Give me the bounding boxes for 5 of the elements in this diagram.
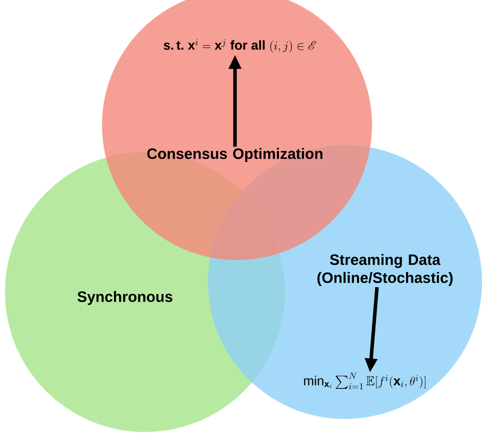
circle-label: Synchronous (78, 291, 172, 305)
formula: $\textbf{s.\,t.}\ \mathbf{x}^i = \mathbf{x}^j\ \textbf{for all}\ (i,j) \in \mathscr{E}$ (164, 39, 316, 53)
circle-label: Streaming Data (Online/Stochastic) (317, 254, 453, 286)
circle-label: Consensus Optimization (147, 148, 322, 162)
formula: $\min_{\mathbf{x}_i} \sum_{i=1}^N \mathbb{E}[f^i(\mathbf{x}_i, \theta^i)]$ (304, 372, 426, 390)
